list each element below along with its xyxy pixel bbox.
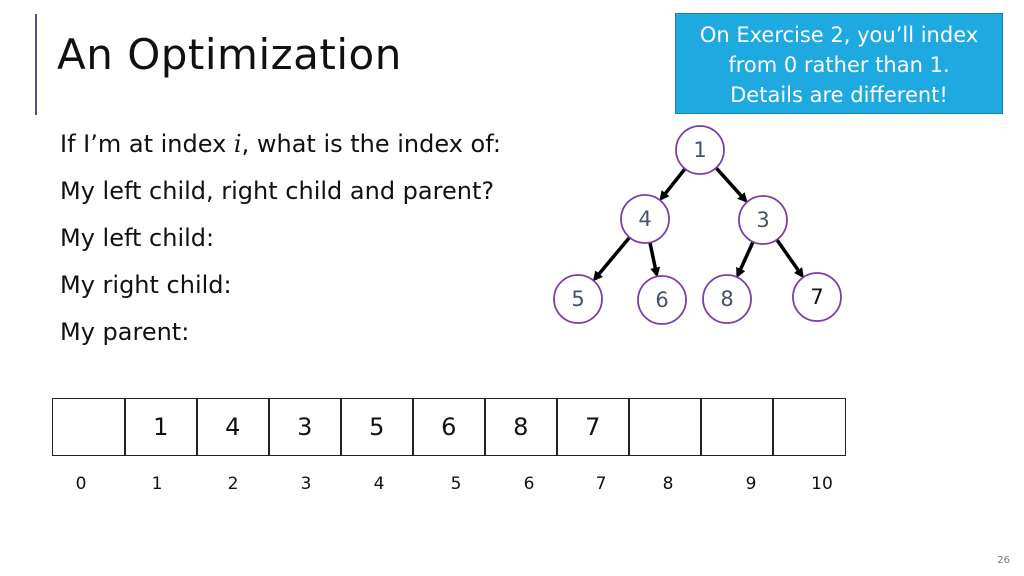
arrow-icon [592,236,631,282]
array-cell [700,398,774,456]
node-circle-icon [553,274,603,324]
array-cell [772,398,846,456]
tree-node: 1 [675,125,725,175]
array-index-label: 5 [450,474,462,494]
array-index-label: 4 [373,474,385,494]
callout-line: from 0 rather than 1. [728,53,950,77]
node-label: 4 [638,207,651,231]
array-cell: 1 [124,398,198,456]
subquestion-line: My left child, right child and parent? [60,177,495,205]
tree-node: 8 [702,274,752,324]
callout-line: On Exercise 2, you’ll index [699,23,979,47]
title-accent-bar [35,14,37,115]
array-index-label: 6 [523,474,535,494]
page-number: 26 [997,555,1010,566]
parent-line: My parent: [60,318,190,346]
array-cell: 8 [484,398,558,456]
array-cell: 4 [196,398,270,456]
callout-line: Details are different! [730,83,948,107]
array-cell: 5 [340,398,414,456]
node-label: 8 [720,287,733,311]
node-label: 1 [693,138,706,162]
array-index-label: 1 [151,474,163,494]
node-label: 5 [571,287,584,311]
array-indices: 0 1 2 3 4 5 6 7 8 9 10 [0,474,1024,498]
node-label: 7 [810,285,823,309]
array-cell [628,398,702,456]
tree-node: 6 [637,275,687,325]
node-circle-icon [637,275,687,325]
arrow-icon [775,238,804,279]
tree-edges [592,166,804,282]
index-variable: i [233,130,242,158]
tree-node: 7 [792,272,842,322]
arrow-icon [714,166,748,203]
array-cell [52,398,126,456]
array-cell: 6 [412,398,486,456]
node-circle-icon [738,195,788,245]
tree-node: 3 [738,195,788,245]
node-label: 6 [655,288,668,312]
array-index-label: 0 [75,474,87,494]
array-index-label: 2 [227,474,239,494]
question-line: If I’m at index i, what is the index of: [60,124,501,171]
tree-node: 4 [620,194,670,244]
array-index-label: 7 [595,474,607,494]
arrow-icon [648,242,661,278]
question-suffix: , what is the index of: [241,130,501,158]
question-prefix: If I’m at index [60,130,234,158]
node-circle-icon [675,125,725,175]
tree-nodes: 1 4 3 5 6 8 7 [553,125,842,325]
arrow-icon [736,241,755,279]
array-cell: 7 [556,398,630,456]
node-circle-icon [792,272,842,322]
tree-node: 5 [553,274,603,324]
array-index-label: 9 [745,474,757,494]
left-child-line: My left child: [60,224,215,252]
node-label: 3 [756,208,769,232]
node-circle-icon [620,194,670,244]
right-child-line: My right child: [60,271,232,299]
array-index-label: 10 [811,474,833,494]
slide-title: An Optimization [57,30,402,79]
callout-box: On Exercise 2, you’ll index from 0 rathe… [675,13,1003,114]
array-index-label: 8 [662,474,674,494]
arrow-icon [659,167,687,202]
node-circle-icon [702,274,752,324]
array-cell: 3 [268,398,342,456]
body-text: If I’m at index i, what is the index of:… [60,124,501,359]
array-index-label: 3 [300,474,312,494]
